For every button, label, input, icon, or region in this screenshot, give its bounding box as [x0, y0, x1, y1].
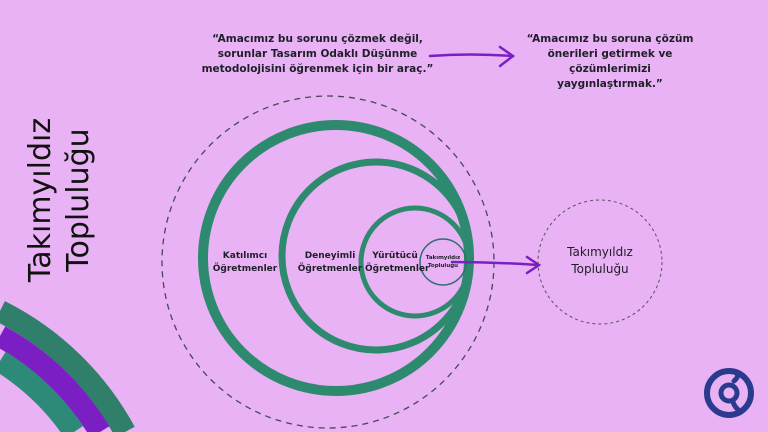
- label-line: Takımyıldız: [567, 245, 633, 259]
- page-title: Takımyıldız Topluluğu: [22, 118, 98, 282]
- target-dashed-circle: [537, 199, 663, 325]
- label-target: Takımyıldız Topluluğu: [545, 244, 655, 278]
- label-line: Öğretmenler: [297, 264, 363, 274]
- label-line: Öğretmenler: [212, 264, 278, 274]
- label-line: Yürütücü: [372, 251, 418, 261]
- label-participant: Katılımcı Öğretmenler: [205, 250, 285, 276]
- arrow-top: [428, 45, 516, 68]
- label-experienced: Deneyimli Öğretmenler: [290, 250, 370, 276]
- label-executive: Yürütücü Öğretmenler: [365, 250, 430, 276]
- label-line: Topluluğu: [427, 263, 459, 269]
- title-line: Takımyıldız: [23, 117, 58, 283]
- arrow-bottom: [450, 255, 542, 275]
- quote-line: çözümlerimizi yaygınlaştırmak.”: [557, 63, 663, 90]
- label-core: Takımyıldız Topluluğu: [420, 254, 466, 270]
- brand-logo-icon: [704, 368, 754, 418]
- label-line: Topluluğu: [571, 262, 629, 276]
- quote-line: sorunlar Tasarım Odaklı Düşünme: [217, 48, 418, 60]
- quote-right: “Amacımız bu soruna çözüm önerileri geti…: [515, 32, 705, 92]
- title-line: Topluluğu: [61, 128, 96, 272]
- label-line: Öğretmenler: [365, 264, 430, 274]
- label-line: Takımyıldız: [425, 255, 461, 261]
- quote-line: önerileri getirmek ve: [547, 48, 673, 60]
- decorative-arcs: [0, 301, 135, 432]
- label-line: Deneyimli: [304, 251, 356, 261]
- quote-line: metodolojisini öğrenmek için bir araç.”: [201, 63, 434, 75]
- quote-line: “Amacımız bu sorunu çözmek değil,: [212, 33, 423, 45]
- label-line: Katılımcı: [222, 251, 268, 261]
- quote-line: “Amacımız bu soruna çözüm: [526, 33, 694, 45]
- quote-left: “Amacımız bu sorunu çözmek değil, sorunl…: [195, 32, 440, 77]
